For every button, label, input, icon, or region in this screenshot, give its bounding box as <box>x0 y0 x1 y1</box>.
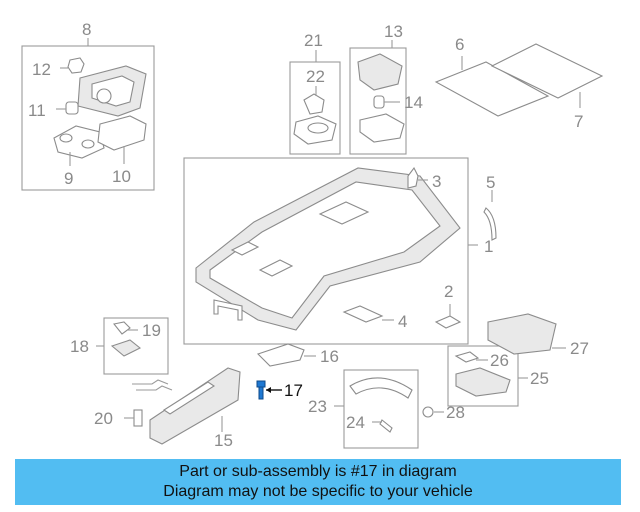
part-28-clip <box>422 406 444 418</box>
part-9-lens <box>53 125 105 166</box>
callout-19: 19 <box>142 321 161 340</box>
map-lamp-housing <box>77 65 147 117</box>
callout-5: 5 <box>486 173 495 192</box>
visor-holder <box>110 339 142 357</box>
part-12-bulb <box>60 57 85 74</box>
callout-25: 25 <box>530 369 549 388</box>
banner-line-2: Diagram may not be specific to your vehi… <box>163 483 473 500</box>
callout-28: 28 <box>446 403 465 422</box>
part-22-bulb <box>303 86 325 115</box>
callout-labels: 1 2 3 4 5 6 7 8 9 10 11 12 13 14 15 16 1… <box>28 20 589 450</box>
callout-10: 10 <box>112 167 131 186</box>
part-1-headliner <box>195 167 461 331</box>
part-6-panel <box>434 56 550 117</box>
info-banner: Part or sub-assembly is #17 in diagram D… <box>15 459 621 505</box>
visor-wiring <box>132 379 173 391</box>
callout-14: 14 <box>404 93 423 112</box>
part-10-cover <box>97 115 147 164</box>
callout-13: 13 <box>384 22 403 41</box>
callout-21: 21 <box>304 31 323 50</box>
part-13-lamp-body <box>357 53 403 91</box>
callout-16: 16 <box>320 347 339 366</box>
callout-20: 20 <box>94 409 113 428</box>
part-20-screw <box>124 409 143 427</box>
callout-26: 26 <box>490 351 509 370</box>
group-box-23 <box>334 369 419 449</box>
part-4-pad <box>342 305 394 323</box>
callout-18: 18 <box>70 337 89 356</box>
callout-17: 17 <box>284 381 303 400</box>
headliner-group-box <box>183 157 478 345</box>
callout-4: 4 <box>398 312 407 331</box>
callout-24: 24 <box>346 413 365 432</box>
part-7-panel <box>490 43 604 108</box>
banner-line-1: Part or sub-assembly is #17 in diagram <box>179 463 457 480</box>
callout-2: 2 <box>444 282 453 301</box>
callout-1: 1 <box>484 237 493 256</box>
group-box-13 <box>349 40 407 155</box>
part-3-clip <box>407 166 428 189</box>
part-24-screw <box>372 419 393 433</box>
callout-11: 11 <box>28 101 46 120</box>
part-19-clip <box>113 321 138 335</box>
part-27-console <box>487 313 566 355</box>
part-17-screw-highlighted <box>256 380 282 400</box>
part-13-lens <box>359 113 405 143</box>
callout-27: 27 <box>570 339 589 358</box>
part-2-bracket <box>434 304 462 329</box>
group-box-21 <box>289 50 341 155</box>
callout-22: 22 <box>306 67 325 86</box>
part-26-bulb <box>454 351 488 363</box>
courtesy-lamp-21 <box>293 115 337 145</box>
assist-grip-23 <box>349 377 413 399</box>
callout-7: 7 <box>574 112 583 131</box>
group-box-8 <box>21 38 155 191</box>
callout-23: 23 <box>308 397 327 416</box>
callout-3: 3 <box>432 172 441 191</box>
handle-bracket <box>213 299 243 321</box>
part-15-sun-visor <box>149 367 241 445</box>
part-25-lamp <box>455 367 511 397</box>
callout-15: 15 <box>214 431 233 450</box>
callout-9: 9 <box>64 169 73 188</box>
callout-12: 12 <box>32 60 51 79</box>
part-5-trim <box>483 190 497 241</box>
part-16-bracket <box>256 343 316 367</box>
group-box-25 <box>447 345 528 407</box>
callout-6: 6 <box>455 35 464 54</box>
group-box-18 <box>96 317 169 375</box>
part-11-socket <box>56 101 79 115</box>
part-14-bulb <box>373 95 400 109</box>
callout-8: 8 <box>82 20 91 39</box>
